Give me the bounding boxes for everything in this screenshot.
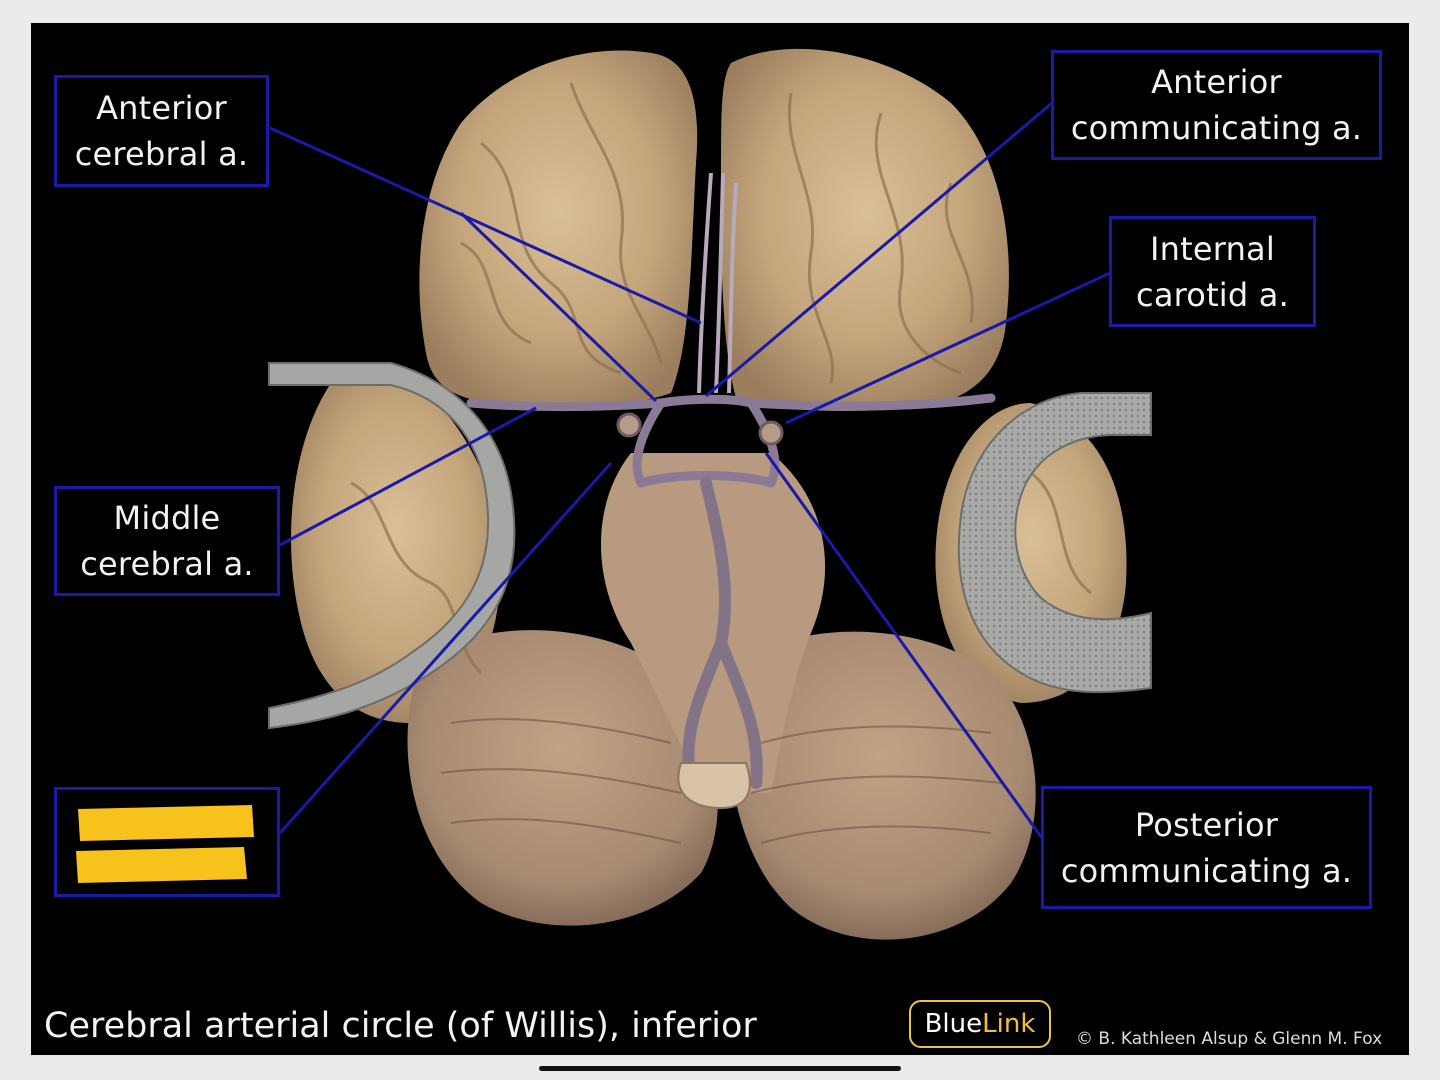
anterior-cerebral-vessels [697, 172, 738, 394]
label-line-1: Internal [1150, 229, 1275, 268]
label-line-1: Anterior [96, 89, 227, 127]
leader-middle-cerebral [279, 406, 537, 547]
logo-text-blue: Blue [924, 1009, 983, 1039]
label-anterior-cerebral-artery: Anterior cerebral a. [54, 75, 269, 187]
anatomy-slide: Anterior cerebral a. Anterior communicat… [31, 23, 1409, 1055]
redaction-stroke-2 [76, 847, 247, 883]
left-internal-carotid-stump [616, 412, 642, 438]
label-line-2: cerebral a. [74, 135, 249, 173]
slide-caption: Cerebral arterial circle (of Willis), in… [44, 1006, 757, 1046]
left-retractor-strap [268, 362, 516, 730]
leader-internal-carotid [785, 271, 1111, 425]
right-cerebellar-hemisphere [727, 631, 1036, 940]
label-internal-carotid-artery: Internal carotid a. [1109, 216, 1316, 327]
label-line-2: communicating a. [1060, 851, 1353, 890]
left-frontal-lobe [419, 50, 698, 406]
label-posterior-communicating-artery: Posterior communicating a. [1041, 786, 1372, 909]
label-middle-cerebral-artery: Middle cerebral a. [54, 486, 280, 596]
cerebellar-folia [440, 718, 1002, 844]
label-line-1: Middle [113, 499, 221, 537]
logo-text-link: Link [982, 1009, 1036, 1039]
copyright-notice: © B. Kathleen Alsup & Glenn M. Fox [1076, 1029, 1383, 1049]
right-retractor-strap [957, 392, 1152, 694]
leader-anterior-communicating [705, 101, 1053, 398]
label-anterior-communicating-artery: Anterior communicating a. [1051, 50, 1382, 160]
circle-of-willis [466, 393, 996, 488]
right-internal-carotid-stump [758, 420, 784, 446]
leader-anterior-cerebral-2 [459, 211, 658, 403]
home-indicator-bar[interactable] [539, 1066, 901, 1071]
leader-anterior-cerebral-1 [269, 126, 702, 325]
label-line-2: carotid a. [1136, 275, 1289, 314]
label-line-2: communicating a. [1070, 109, 1363, 147]
cut-medulla [677, 762, 751, 810]
leader-posterior-communicating [764, 452, 1044, 839]
label-line-1: Posterior [1134, 805, 1279, 844]
label-line-1: Anterior [1151, 63, 1282, 101]
leader-hidden-label [278, 461, 613, 835]
brain-specimen-illustration [268, 48, 1152, 940]
brainstem [601, 453, 826, 793]
label-line-2: cerebral a. [80, 545, 254, 583]
right-frontal-lobe [721, 48, 1009, 411]
label-hidden-quiz-answer [54, 787, 280, 897]
left-cerebellar-hemisphere [407, 630, 718, 926]
yellow-redaction-marks [76, 805, 254, 883]
redaction-stroke-1 [78, 805, 254, 841]
leader-lines [269, 101, 1111, 839]
